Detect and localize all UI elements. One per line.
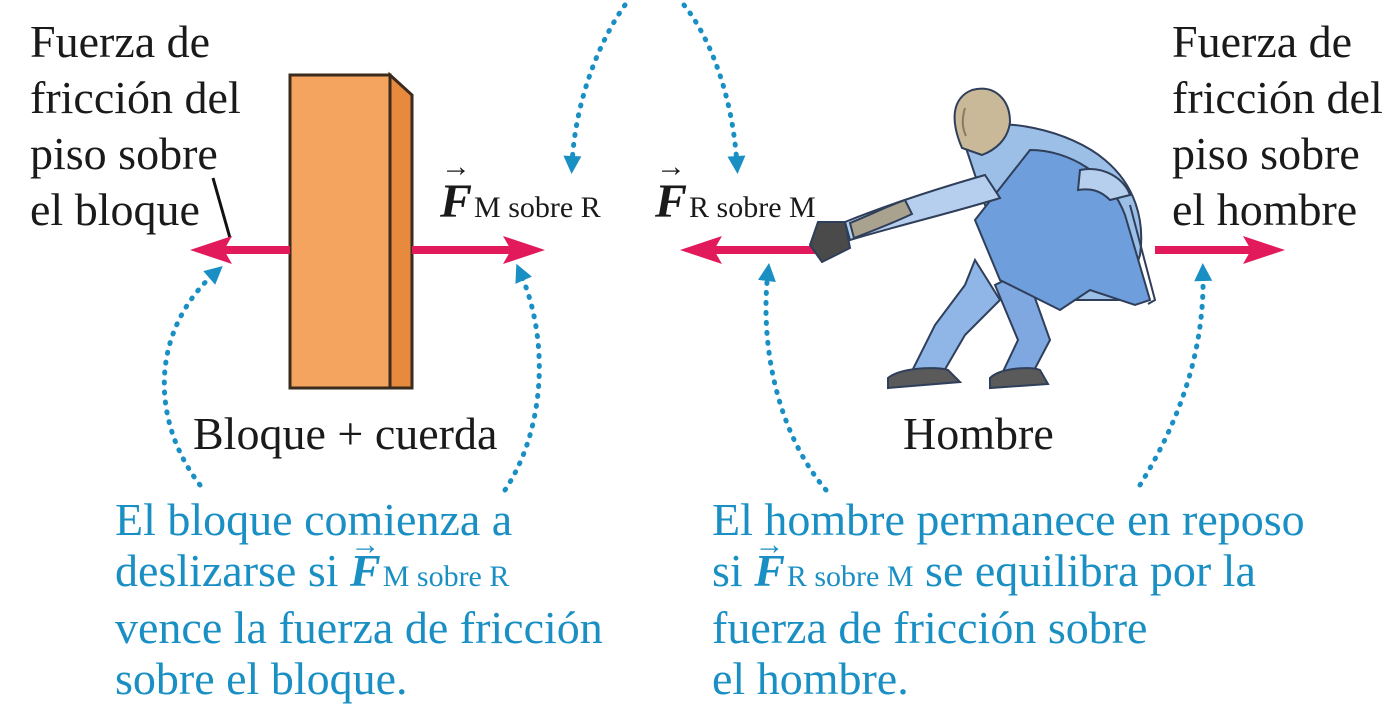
vector-arrow-icon: → — [350, 528, 381, 561]
left-caption: El bloque comienza a deslizarse si →FM s… — [115, 494, 603, 704]
force-symbol: F — [440, 175, 473, 228]
block-shape — [288, 71, 414, 390]
top-connectors — [563, 2, 746, 174]
vector-arrow-icon: → — [656, 150, 686, 183]
left-friction-line: Fuerza de — [30, 16, 211, 67]
right-caption: El hombre permanece en reposo si →FR sob… — [712, 494, 1305, 704]
left-friction-line: piso sobre — [30, 128, 218, 179]
label-pointer-line — [211, 177, 232, 239]
force-vector-symbol: →F — [440, 152, 473, 228]
left-caption-line: vence la fuerza de fricción — [115, 602, 603, 653]
caption-text: si — [712, 545, 755, 596]
left-caption-line: deslizarse si →FM sobre R — [115, 528, 603, 602]
force-subscript: R sobre M — [689, 191, 816, 224]
left-caption-line: sobre el bloque. — [115, 653, 408, 704]
man-label: Hombre — [903, 408, 1054, 459]
right-friction-line: el hombre — [1172, 184, 1358, 235]
caption-symbol: F — [350, 545, 381, 596]
vector-arrow-icon: → — [754, 528, 785, 561]
right-caption-line: si →FR sobre M se equilibra por la — [712, 528, 1305, 602]
left-friction-line: el bloque — [30, 184, 200, 235]
right-friction-line: fricción del — [1172, 72, 1383, 123]
vector-arrow-icon: → — [441, 150, 471, 183]
right-caption-line: el hombre. — [712, 653, 909, 704]
connector-force-on-rope — [502, 263, 542, 493]
right-friction-label: Fuerza de fricción del piso sobre el hom… — [1172, 14, 1383, 238]
bottom-connectors — [161, 263, 1213, 493]
force-arrows — [190, 236, 1285, 264]
left-caption-line: El bloque comienza a — [115, 494, 513, 545]
connector-to-force-on-rope — [563, 2, 628, 174]
left-friction-line: fricción del — [30, 72, 241, 123]
caption-vector-symbol: →F — [754, 528, 785, 596]
connector-right-friction — [1137, 263, 1213, 488]
caption-vector-symbol: →F — [350, 528, 381, 596]
connector-to-force-on-man — [681, 2, 746, 174]
block-label: Bloque + cuerda — [193, 408, 498, 459]
right-caption-line: fuerza de fricción sobre — [712, 602, 1148, 653]
right-friction-line: Fuerza de — [1172, 16, 1353, 67]
force-label-on-rope: →FM sobre R — [440, 152, 601, 228]
connector-left-friction — [161, 266, 223, 488]
caption-subscript: R sobre M — [786, 560, 914, 593]
left-friction-label: Fuerza de fricción del piso sobre el blo… — [30, 14, 241, 238]
force-symbol: F — [655, 175, 688, 228]
caption-subscript: M sobre R — [382, 560, 510, 593]
right-caption-line: El hombre permanece en reposo — [712, 494, 1305, 545]
caption-text: deslizarse si — [115, 545, 351, 596]
caption-symbol: F — [754, 545, 785, 596]
force-label-on-man: →FR sobre M — [655, 152, 816, 228]
man-figure — [808, 87, 1157, 390]
connector-force-on-man — [758, 263, 829, 493]
force-vector-symbol: →F — [655, 152, 688, 228]
force-subscript: M sobre R — [474, 191, 601, 224]
caption-text: se equilibra por la — [913, 545, 1256, 596]
right-friction-line: piso sobre — [1172, 128, 1360, 179]
